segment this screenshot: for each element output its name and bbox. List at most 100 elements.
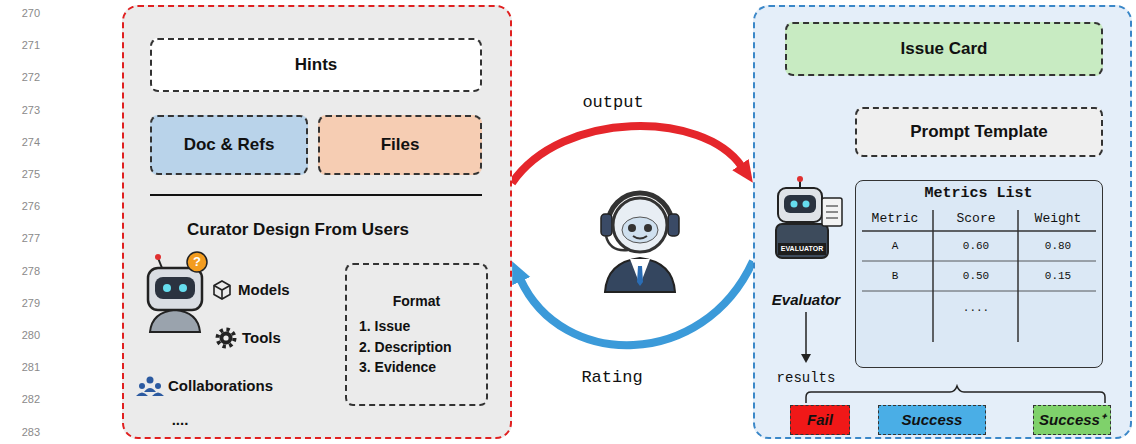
node-label: Success: [902, 411, 963, 429]
collaborations-icon-part: [144, 388, 156, 392]
evaluator-robot-part: [826, 218, 838, 219]
line-number: 280: [22, 329, 40, 342]
node-label: Prompt Template: [910, 122, 1048, 142]
results-bracket: [806, 386, 1105, 403]
line-number: 270: [22, 7, 40, 20]
table-cell: B: [892, 270, 899, 283]
node-label: Issue Card: [901, 39, 988, 59]
evaluator-robot-part: [799, 180, 801, 188]
curator-robot: [148, 252, 207, 332]
assistant-robot-part: [605, 258, 675, 292]
table-cell: 0.80: [1045, 240, 1071, 253]
table-header: Weight: [1035, 212, 1082, 227]
models-icon-part: [214, 281, 230, 299]
collaborations-icon: [136, 377, 164, 397]
assistant-robot: [601, 193, 679, 292]
evaluator-robot-part: [776, 224, 828, 258]
models-icon-part: [214, 286, 230, 300]
list-item: 3. Evidence: [359, 359, 436, 376]
table-cell: ....: [963, 302, 989, 315]
fail-badge: Fail: [790, 405, 850, 435]
question-mark: ?: [193, 255, 201, 270]
node-text: Collaborations: [168, 377, 273, 395]
edge-label: Rating: [581, 368, 642, 388]
table-grid: [862, 210, 1096, 342]
success-badge: Success: [878, 405, 986, 435]
evaluator-robot-part: [803, 201, 810, 208]
table-grid-part: [862, 290, 1096, 291]
curator-robot-part: [155, 254, 161, 260]
line-number: 283: [22, 425, 40, 438]
evaluator-robot-part: [778, 243, 826, 255]
table-grid-part: [862, 260, 1096, 261]
results-arrow-part: [801, 354, 811, 363]
table-cell: 0.50: [963, 270, 989, 283]
line-number: 281: [22, 361, 40, 374]
node-text: Tools: [242, 329, 281, 347]
tools-icon: [218, 330, 235, 347]
line-number: 273: [22, 103, 40, 116]
node-text: Evaluator: [772, 291, 840, 309]
line-number: 279: [22, 296, 40, 309]
line-number: 282: [22, 393, 40, 406]
models-icon: [214, 281, 230, 299]
collaborations-icon-part: [139, 383, 145, 389]
node-text: Curator Design From Users: [187, 220, 409, 240]
table-grid-part: [1017, 210, 1019, 342]
evaluator-robot-part: [822, 198, 842, 226]
list-item: 2. Description: [359, 339, 452, 356]
line-number: 278: [22, 264, 40, 277]
node-label: Doc & Refs: [184, 135, 275, 155]
evaluator-robot: [776, 176, 842, 258]
curator-robot-part: [163, 284, 171, 292]
curator-robot-part: [179, 284, 187, 292]
evaluator-robot-part: [778, 188, 822, 222]
collaborations-icon-part: [155, 383, 161, 389]
node-label: Hints: [295, 55, 338, 75]
node-label: Fail: [807, 411, 833, 429]
evaluator-robot-part: [784, 195, 816, 213]
node-text: ....: [172, 411, 189, 429]
evaluator-robot-part: [826, 212, 838, 213]
collaborations-icon-part: [147, 377, 154, 384]
assistant-robot-part: [613, 198, 667, 252]
line-number: 271: [22, 39, 40, 52]
assistant-robot-part: [633, 236, 647, 239]
line-number: 274: [22, 135, 40, 148]
tools-icon-part: [218, 330, 235, 347]
line-number: 275: [22, 168, 40, 181]
results-arrow-part: [805, 312, 807, 356]
curator-robot-part: [158, 258, 162, 268]
docs-box: Doc & Refs: [150, 115, 308, 175]
evaluator-robot-part: [791, 201, 798, 208]
assistant-robot-part: [622, 217, 658, 243]
tools-icon-part: [220, 332, 233, 345]
table-cell: 0.15: [1045, 270, 1071, 283]
prompt-template: Prompt Template: [855, 107, 1103, 157]
table-cell: A: [892, 240, 899, 253]
issue-card: Issue Card: [785, 22, 1103, 76]
curator-robot-part: [148, 268, 202, 310]
files-box: Files: [318, 115, 482, 175]
table-grid-part: [932, 210, 934, 342]
cycle-arrow: [520, 261, 753, 345]
node-label: Files: [381, 135, 420, 155]
hints-box: Hints: [150, 38, 482, 92]
evaluator-robot-part: [826, 206, 838, 207]
results-arrow: [801, 312, 811, 363]
curator-panel: Curator Design From UsersModelsToolsColl…: [122, 5, 512, 439]
assistant-robot-part: [630, 259, 650, 285]
assistant-robot-part: [668, 214, 679, 236]
cycle-arrow: [512, 126, 742, 183]
assistant-robot-part: [644, 224, 652, 232]
node-label: Format: [393, 293, 440, 310]
table-header: Metric: [872, 212, 919, 227]
robot-badge: EVALUATOR: [781, 245, 823, 253]
curator-robot-part: [150, 310, 200, 332]
assistant-robot-part: [637, 266, 643, 286]
list-item: 1. Issue: [359, 318, 410, 335]
node-text: Models: [238, 281, 290, 299]
node-text: Metrics List: [924, 185, 1032, 203]
format-box: Format 1. Issue 2. Description 3. Evidence: [345, 263, 488, 406]
